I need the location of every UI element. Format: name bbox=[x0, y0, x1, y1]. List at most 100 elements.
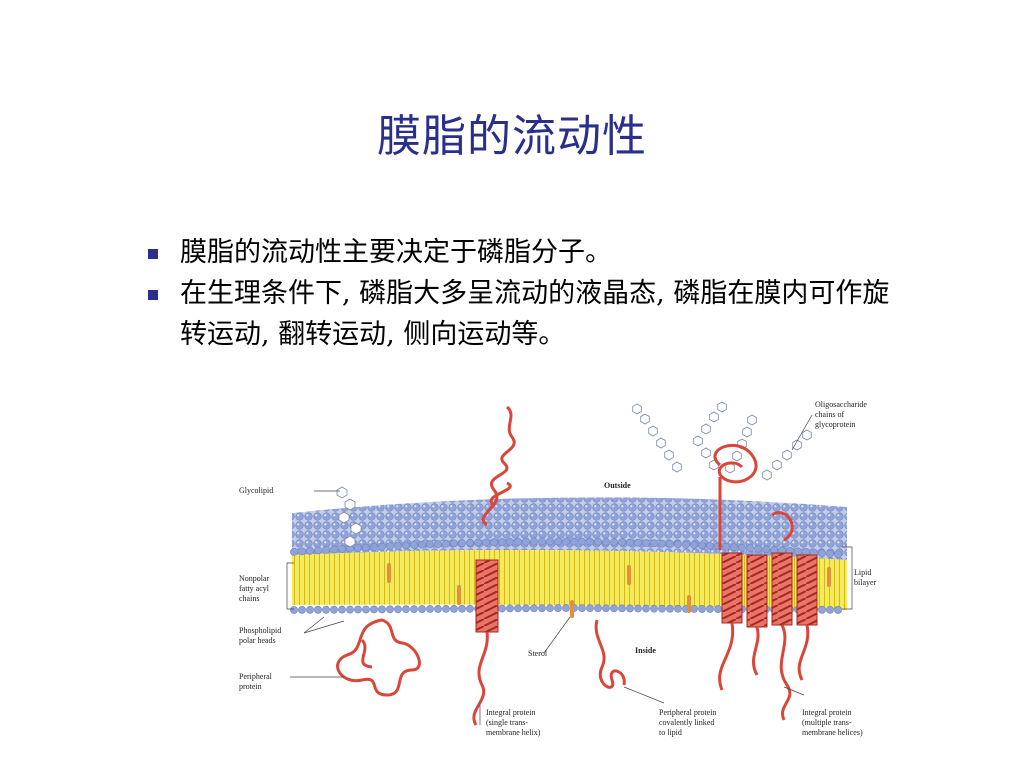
lipid-head bbox=[602, 604, 610, 613]
label-lipid-bilayer: Lipid bilayer bbox=[854, 568, 877, 587]
lipid-head bbox=[674, 604, 682, 613]
label-phospholipid: Phospholipid polar heads bbox=[239, 626, 283, 645]
label-inside: Inside bbox=[635, 646, 656, 655]
lipid-head bbox=[634, 604, 642, 613]
bullet-list: 膜脂的流动性主要决定于磷脂分子。 在生理条件下, 磷脂大多呈流动的液晶态, 磷脂… bbox=[148, 232, 908, 355]
lipid-head bbox=[314, 605, 322, 614]
lipid-head bbox=[722, 542, 730, 551]
label-outside: Outside bbox=[604, 481, 631, 490]
lipid-head bbox=[386, 542, 394, 551]
lipid-head bbox=[426, 540, 434, 549]
lipid-head bbox=[746, 544, 754, 553]
lipid-head bbox=[834, 606, 842, 614]
sugar-hexagon bbox=[802, 429, 812, 441]
lipid-head bbox=[594, 604, 602, 613]
sugar-hexagon bbox=[762, 469, 772, 481]
sterol-mark bbox=[570, 600, 574, 618]
lipid-head bbox=[618, 538, 626, 547]
lipid-head bbox=[666, 604, 674, 613]
lipid-head bbox=[490, 538, 498, 547]
lipid-head bbox=[642, 604, 650, 613]
lipid-head bbox=[298, 547, 306, 556]
lipid-head bbox=[754, 544, 762, 553]
sugar-hexagon bbox=[792, 439, 802, 451]
sugar-hexagon bbox=[742, 426, 752, 438]
integral-protein-single-helix bbox=[472, 405, 516, 726]
lipid-head bbox=[306, 605, 314, 614]
lipid-head bbox=[482, 538, 490, 547]
sugar-hexagon bbox=[732, 450, 742, 462]
lipid-head bbox=[706, 541, 714, 550]
lipid-head bbox=[546, 537, 554, 546]
sterol-mark bbox=[457, 585, 461, 605]
lipid-head bbox=[530, 604, 538, 613]
lipid-head bbox=[626, 538, 634, 547]
nonpolar-tails bbox=[292, 550, 847, 610]
lipid-head bbox=[498, 604, 506, 613]
lipid-head bbox=[370, 605, 378, 614]
lipid-head bbox=[642, 539, 650, 547]
lipid-head bbox=[602, 538, 610, 546]
lipid-head bbox=[834, 550, 842, 559]
lipid-head bbox=[338, 545, 346, 553]
lipid-head bbox=[458, 604, 466, 613]
sterol-mark bbox=[627, 565, 631, 585]
lipid-head bbox=[290, 547, 298, 556]
lipid-head bbox=[514, 604, 522, 613]
lipid-head bbox=[442, 604, 450, 613]
lipid-head bbox=[322, 545, 330, 554]
lipid-head bbox=[402, 541, 410, 550]
lipid-head bbox=[706, 605, 714, 613]
lipid-head bbox=[562, 604, 570, 612]
lipid-head bbox=[514, 537, 522, 546]
lipid-head bbox=[770, 545, 778, 554]
lipid-head bbox=[634, 538, 642, 547]
lipid-head bbox=[394, 541, 402, 550]
lipid-head bbox=[354, 544, 362, 552]
label-peripheral: Peripheral protein bbox=[239, 672, 274, 691]
lipid-head bbox=[538, 604, 546, 613]
label-integral-multiple: Integral protein (multiple trans- membra… bbox=[802, 708, 863, 737]
lipid-head bbox=[586, 537, 594, 546]
lipid-head bbox=[818, 605, 826, 614]
oligosaccharide-chains bbox=[632, 401, 812, 481]
integral-protein-multiple-helices bbox=[713, 444, 818, 721]
lipid-head bbox=[698, 605, 706, 613]
lipid-head bbox=[690, 541, 698, 549]
lipid-head bbox=[442, 539, 450, 548]
lipid-head bbox=[530, 537, 538, 546]
bullet-item-2: 在生理条件下, 磷脂大多呈流动的液晶态, 磷脂在膜内可作旋转运动, 翻转运动, … bbox=[148, 273, 908, 355]
lipid-head bbox=[554, 604, 562, 612]
lipid-head bbox=[346, 605, 354, 614]
lipid-head bbox=[330, 605, 338, 614]
label-peripheral-linked: Peripheral protein covalently linked to … bbox=[659, 708, 719, 737]
lipid-head bbox=[538, 537, 546, 546]
lipid-head bbox=[546, 604, 554, 613]
label-sterol: Sterol bbox=[528, 649, 548, 658]
lipid-head bbox=[818, 549, 826, 558]
sugar-hexagon bbox=[717, 401, 727, 413]
outer-edge-heads bbox=[290, 537, 842, 559]
sugar-hexagon bbox=[782, 449, 792, 461]
lipid-head bbox=[418, 540, 426, 549]
lipid-head bbox=[330, 545, 338, 554]
lipid-head bbox=[426, 605, 434, 613]
lipid-head bbox=[450, 604, 458, 613]
lipid-head bbox=[410, 605, 418, 614]
sugar-hexagon bbox=[656, 437, 666, 449]
lipid-head bbox=[466, 538, 474, 547]
peripheral-protein-linked bbox=[594, 619, 626, 689]
bullet-text-2: 在生理条件下, 磷脂大多呈流动的液晶态, 磷脂在膜内可作旋转运动, 翻转运动, … bbox=[180, 278, 890, 350]
lipid-head bbox=[762, 545, 770, 554]
lipid-head bbox=[402, 605, 410, 614]
sugar-hexagon bbox=[772, 459, 782, 471]
lipid-head bbox=[658, 604, 666, 613]
lipid-head bbox=[658, 539, 666, 548]
sugar-hexagon bbox=[664, 449, 674, 461]
lipid-head bbox=[794, 547, 802, 556]
lipid-head bbox=[434, 605, 442, 613]
sterol-mark bbox=[387, 563, 391, 583]
leader-lines bbox=[286, 414, 853, 725]
lipid-head bbox=[650, 539, 658, 548]
sugar-hexagon bbox=[640, 413, 650, 425]
